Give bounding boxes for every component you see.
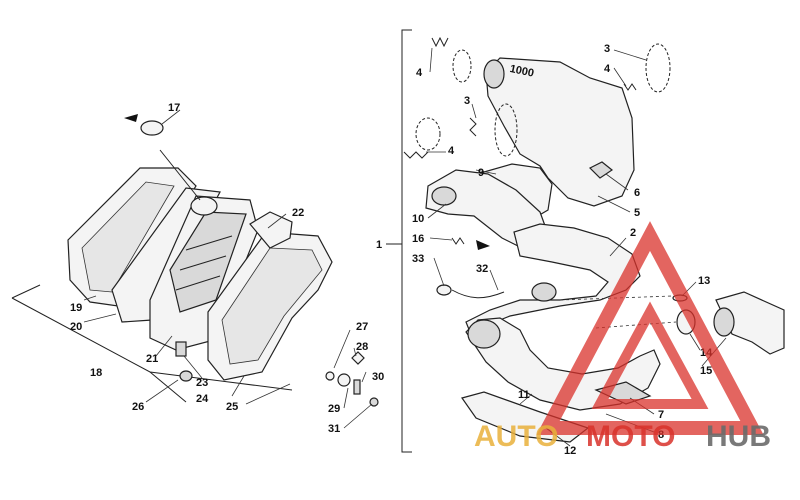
muffler-assembly	[11, 114, 379, 407]
drain-plug-23	[175, 341, 187, 357]
watermark-triangle-outer	[536, 221, 764, 435]
watermark-word-auto: AUTO	[474, 420, 558, 453]
group-bracket	[401, 29, 412, 453]
callout-3b: 3	[604, 43, 610, 55]
clamp-3a	[452, 49, 472, 83]
callout-26: 26	[132, 401, 144, 413]
callout-33: 33	[412, 253, 424, 265]
callout-9: 9	[478, 167, 484, 179]
callout-18: 18	[90, 367, 102, 379]
callout-12: 12	[564, 445, 576, 457]
washer-27	[325, 371, 335, 381]
muffler-heat-shield	[249, 211, 293, 249]
callout-32: 32	[476, 263, 488, 275]
watermark-triangle-inner	[591, 301, 709, 409]
callout-28: 28	[356, 341, 368, 353]
upper-expansion-chamber: 1000	[403, 36, 671, 299]
callout-19: 19	[70, 302, 82, 314]
callout-4a: 4	[416, 67, 423, 79]
ring-17	[140, 120, 164, 136]
callout-7: 7	[658, 409, 664, 421]
clamp-3c	[494, 103, 518, 157]
callout-11: 11	[518, 389, 530, 401]
callout-15: 15	[700, 365, 712, 377]
callout-31: 31	[328, 423, 340, 435]
watermark-word-moto: MOTO	[586, 420, 675, 453]
callout-1: 1	[376, 239, 382, 251]
callout-20: 20	[70, 321, 82, 333]
callout-23: 23	[196, 377, 208, 389]
spring-4b	[403, 151, 429, 159]
callout-4c: 4	[604, 63, 611, 75]
grommet-29	[337, 373, 351, 387]
grommet-26	[179, 370, 193, 382]
callout-16: 16	[412, 233, 424, 245]
engraving-1000: 1000	[509, 63, 535, 80]
callout-13: 13	[698, 275, 710, 287]
callout-24: 24	[196, 393, 209, 405]
muffler-inlet-tube	[190, 196, 218, 216]
callout-10: 10	[412, 213, 424, 225]
arrow-icon	[124, 114, 138, 122]
watermark: AUTO MOTO HUB	[474, 221, 771, 453]
callout-5: 5	[634, 207, 640, 219]
watermark-word-hub: HUB	[706, 420, 771, 453]
callout-17: 17	[168, 102, 180, 114]
callout-27: 27	[356, 321, 368, 333]
callout-6: 6	[634, 187, 640, 199]
callout-25: 25	[226, 401, 238, 413]
spring-28	[351, 351, 365, 365]
callout-3a: 3	[464, 95, 470, 107]
arrow-icon-2	[476, 240, 490, 250]
clamp-3b	[415, 117, 441, 151]
callout-21: 21	[146, 353, 158, 365]
clamp-3d	[645, 43, 671, 93]
callout-29: 29	[328, 403, 340, 415]
callout-4b: 4	[448, 145, 455, 157]
spring-4a	[431, 36, 449, 48]
callout-22: 22	[292, 207, 304, 219]
callout-30: 30	[372, 371, 384, 383]
callout-2: 2	[630, 227, 636, 239]
spring-4c	[623, 83, 637, 91]
bolt-30	[353, 379, 361, 395]
